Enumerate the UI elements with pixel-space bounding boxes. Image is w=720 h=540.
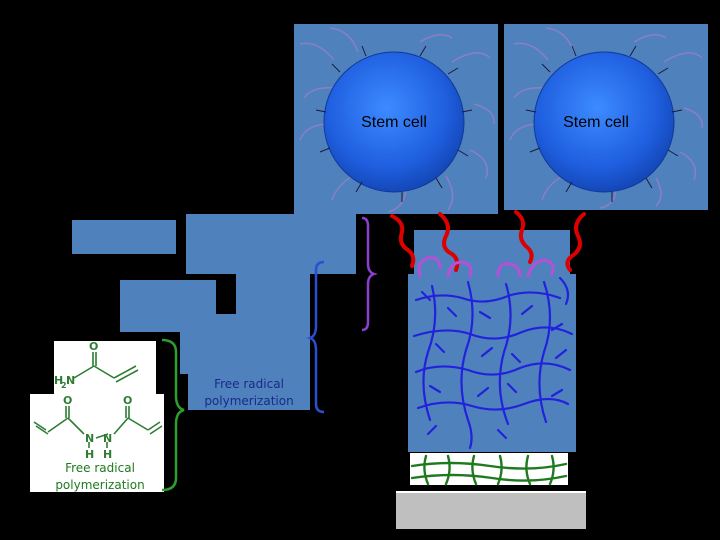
stem-cell-right bbox=[509, 27, 703, 209]
hydrogel-brace bbox=[306, 260, 325, 414]
bisacrylamide-n-left: N bbox=[85, 432, 94, 445]
bisacrylamide-oxygen-right: O bbox=[123, 394, 132, 407]
stem-cell-label-right: Stem cell bbox=[563, 114, 629, 131]
acrylamide-structure-panel bbox=[54, 341, 156, 394]
stem-cell-label-left: Stem cell bbox=[361, 114, 427, 131]
label-box-1 bbox=[72, 220, 176, 254]
bisacrylamide-oxygen-left: O bbox=[63, 394, 72, 407]
bisacrylamide-structure-panel bbox=[30, 394, 164, 492]
stem-cell-left bbox=[299, 27, 495, 213]
bisacrylamide-h-right: H bbox=[103, 448, 112, 461]
acrylamide-amine-subscript: 2 bbox=[61, 381, 67, 390]
acrylamide-amine-h: H bbox=[54, 374, 63, 387]
peptide-hooks bbox=[417, 256, 555, 278]
bisacrylamide-n-right: N bbox=[103, 432, 112, 445]
bisacrylamide-structure bbox=[33, 406, 163, 448]
monomer-brace bbox=[161, 338, 185, 492]
caption-box bbox=[188, 374, 310, 410]
acrylamide-structure bbox=[73, 352, 139, 383]
bisacrylamide-h-left: H bbox=[85, 448, 94, 461]
label-box-2 bbox=[186, 214, 356, 274]
caption-center: Free radical polymerization bbox=[204, 377, 294, 408]
linker-squiggles bbox=[390, 210, 586, 272]
glass-substrate bbox=[396, 491, 586, 529]
acrylamide-oxygen: O bbox=[89, 340, 98, 353]
label-box-4 bbox=[236, 274, 310, 314]
acrylamide-amine-n: N bbox=[66, 374, 75, 387]
hydrogel-network bbox=[412, 276, 574, 450]
caption-left: Free radical polymerization bbox=[55, 461, 145, 492]
label-box-5 bbox=[180, 314, 310, 374]
substrate-network bbox=[410, 454, 568, 486]
peptide-brace bbox=[361, 216, 378, 332]
